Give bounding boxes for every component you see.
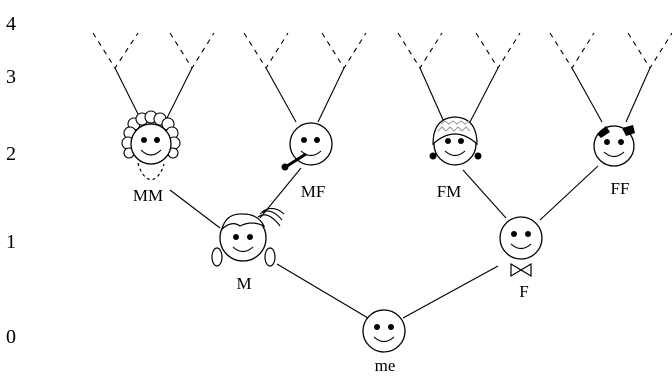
node-mf: MF [281,122,333,201]
right-earring-icon [264,247,276,267]
node-label-m: M [236,274,251,293]
level-label-2: 2 [6,143,16,165]
smile-icon [232,246,254,253]
level-label-1: 1 [6,231,16,253]
face-icon [499,216,543,260]
bushy-eyebrows-icon [597,125,635,138]
smile-icon [444,150,466,157]
chin-strap-icon [137,162,165,181]
right-eye-icon [388,324,394,330]
node-m: M [211,207,285,293]
node-label-fm: FM [437,182,462,201]
great-grandparent-links [114,67,651,123]
face-icon [130,123,172,165]
left-eye-icon [374,324,380,330]
left-earring-icon [211,247,223,267]
ponytail-icon [257,207,285,227]
node-me: me [362,309,406,375]
right-eye-icon [458,138,464,144]
left-eye-icon [445,138,451,144]
bow-tie-icon [510,262,532,278]
level-label-0: 0 [6,326,16,348]
smile-icon [373,336,395,343]
node-f: F [499,216,543,301]
right-eye-icon [247,234,253,240]
right-eye-icon [154,137,160,143]
pipe-icon [281,152,307,171]
node-ff: FF [593,125,635,198]
right-eye-icon [314,137,320,143]
face-icon [362,309,406,353]
node-mm: MM [121,110,181,205]
node-label-me: me [375,356,396,375]
hair-icon [220,213,266,231]
smile-icon [300,150,322,157]
great-great-grandparent-links [92,32,672,70]
node-label-f: F [519,282,528,301]
level-label-3: 3 [6,66,16,88]
left-eye-icon [604,139,610,145]
node-fm: FM [429,116,482,201]
smile-icon [140,149,162,156]
smile-icon [603,151,625,158]
left-eye-icon [233,234,239,240]
smile-icon [510,243,532,250]
face-icon [289,122,333,166]
left-eye-icon [511,231,517,237]
right-eye-icon [618,139,624,145]
node-label-ff: FF [611,179,630,198]
level-label-4: 4 [6,13,16,35]
left-eye-icon [301,137,307,143]
patterned-cap-icon [429,116,482,160]
node-label-mm: MM [133,186,163,205]
left-eye-icon [141,137,147,143]
right-eye-icon [525,231,531,237]
parent-links [169,165,599,319]
node-label-mf: MF [301,182,326,201]
